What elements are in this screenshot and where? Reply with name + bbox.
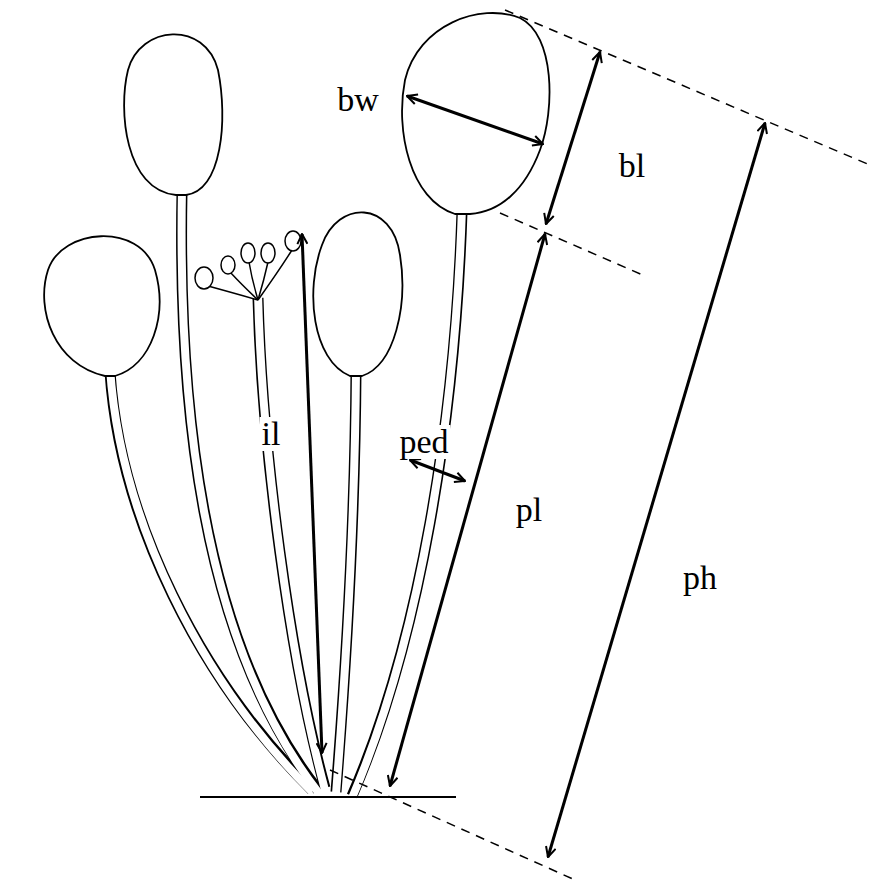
ground-line <box>200 796 456 798</box>
dimension-label: ph <box>681 561 719 595</box>
dimension-label: pl <box>514 493 544 527</box>
dimension-label: bw <box>335 83 381 117</box>
dimension-label: bl <box>617 149 647 183</box>
dimension-label: il <box>260 417 283 451</box>
dimension-arrows <box>302 52 765 857</box>
stalks <box>110 188 462 798</box>
inflorescence <box>195 231 301 300</box>
guide-lines <box>330 10 870 880</box>
dimension-label: ped <box>397 425 450 459</box>
leaf-blades <box>44 13 549 376</box>
